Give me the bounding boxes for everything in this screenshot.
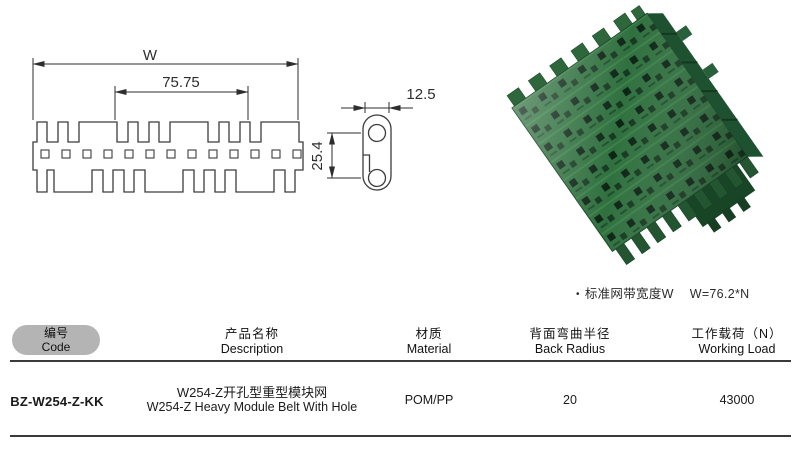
header-description-zh: 产品名称 [224,327,279,341]
belt-side-view [362,114,392,191]
row-back-radius: 20 [563,393,577,407]
dim-label-hole-pitch: 25.4 [309,141,326,170]
header-working-load-zh: 工作载荷（N） [691,327,783,341]
header-material-zh: 材质 [415,327,443,341]
row-code: BZ-W254-Z-KK [10,394,104,409]
dimension-pitch [114,86,249,120]
table-bottom-divider [10,435,791,437]
standard-width-note: • 标准网带宽度W W=76.2*N [576,283,749,302]
dim-label-thickness: 12.5 [406,86,435,103]
row-description-zh: W254-Z开孔型重型模块网 [176,385,328,400]
note-formula: W=76.2*N [689,287,750,301]
belt-right-edge [647,13,764,157]
dim-label-w: W [143,47,158,64]
row-description-en: W254-Z Heavy Module Belt With Hole [146,400,358,414]
row-description: W254-Z开孔型重型模块网 W254-Z Heavy Module Belt … [132,385,372,415]
header-code-en: Code [41,340,71,354]
dim-label-pitch: 75.75 [162,74,200,91]
hinge-hole-squares [40,149,302,159]
table-header-working-load: 工作载荷（N） Working Load [657,327,801,356]
row-material: POM/PP [404,393,454,407]
dimension-w [32,58,299,120]
table-header-description: 产品名称 Description [152,327,352,356]
dimension-thickness [341,102,413,113]
table-header-back-radius: 背面弯曲半径 Back Radius [490,327,650,356]
belt-link-legs [615,156,759,265]
table-header-material: 材质 Material [349,327,509,356]
product-photo-green-belt [506,5,764,265]
table-header-code-pill: 编号 Code [12,325,100,355]
header-material-en: Material [406,341,452,356]
row-working-load: 43000 [719,393,755,407]
belt-front-profile [32,121,304,193]
header-back-radius-en: Back Radius [534,341,606,356]
header-code-zh: 编号 [43,326,68,340]
table-header-divider [10,360,791,362]
header-back-radius-zh: 背面弯曲半径 [529,327,611,341]
header-description-en: Description [220,341,284,356]
note-bullet: • [576,289,580,300]
note-label: 标准网带宽度W [584,287,674,301]
dimension-hole-pitch [327,132,361,179]
header-working-load-en: Working Load [698,341,776,356]
